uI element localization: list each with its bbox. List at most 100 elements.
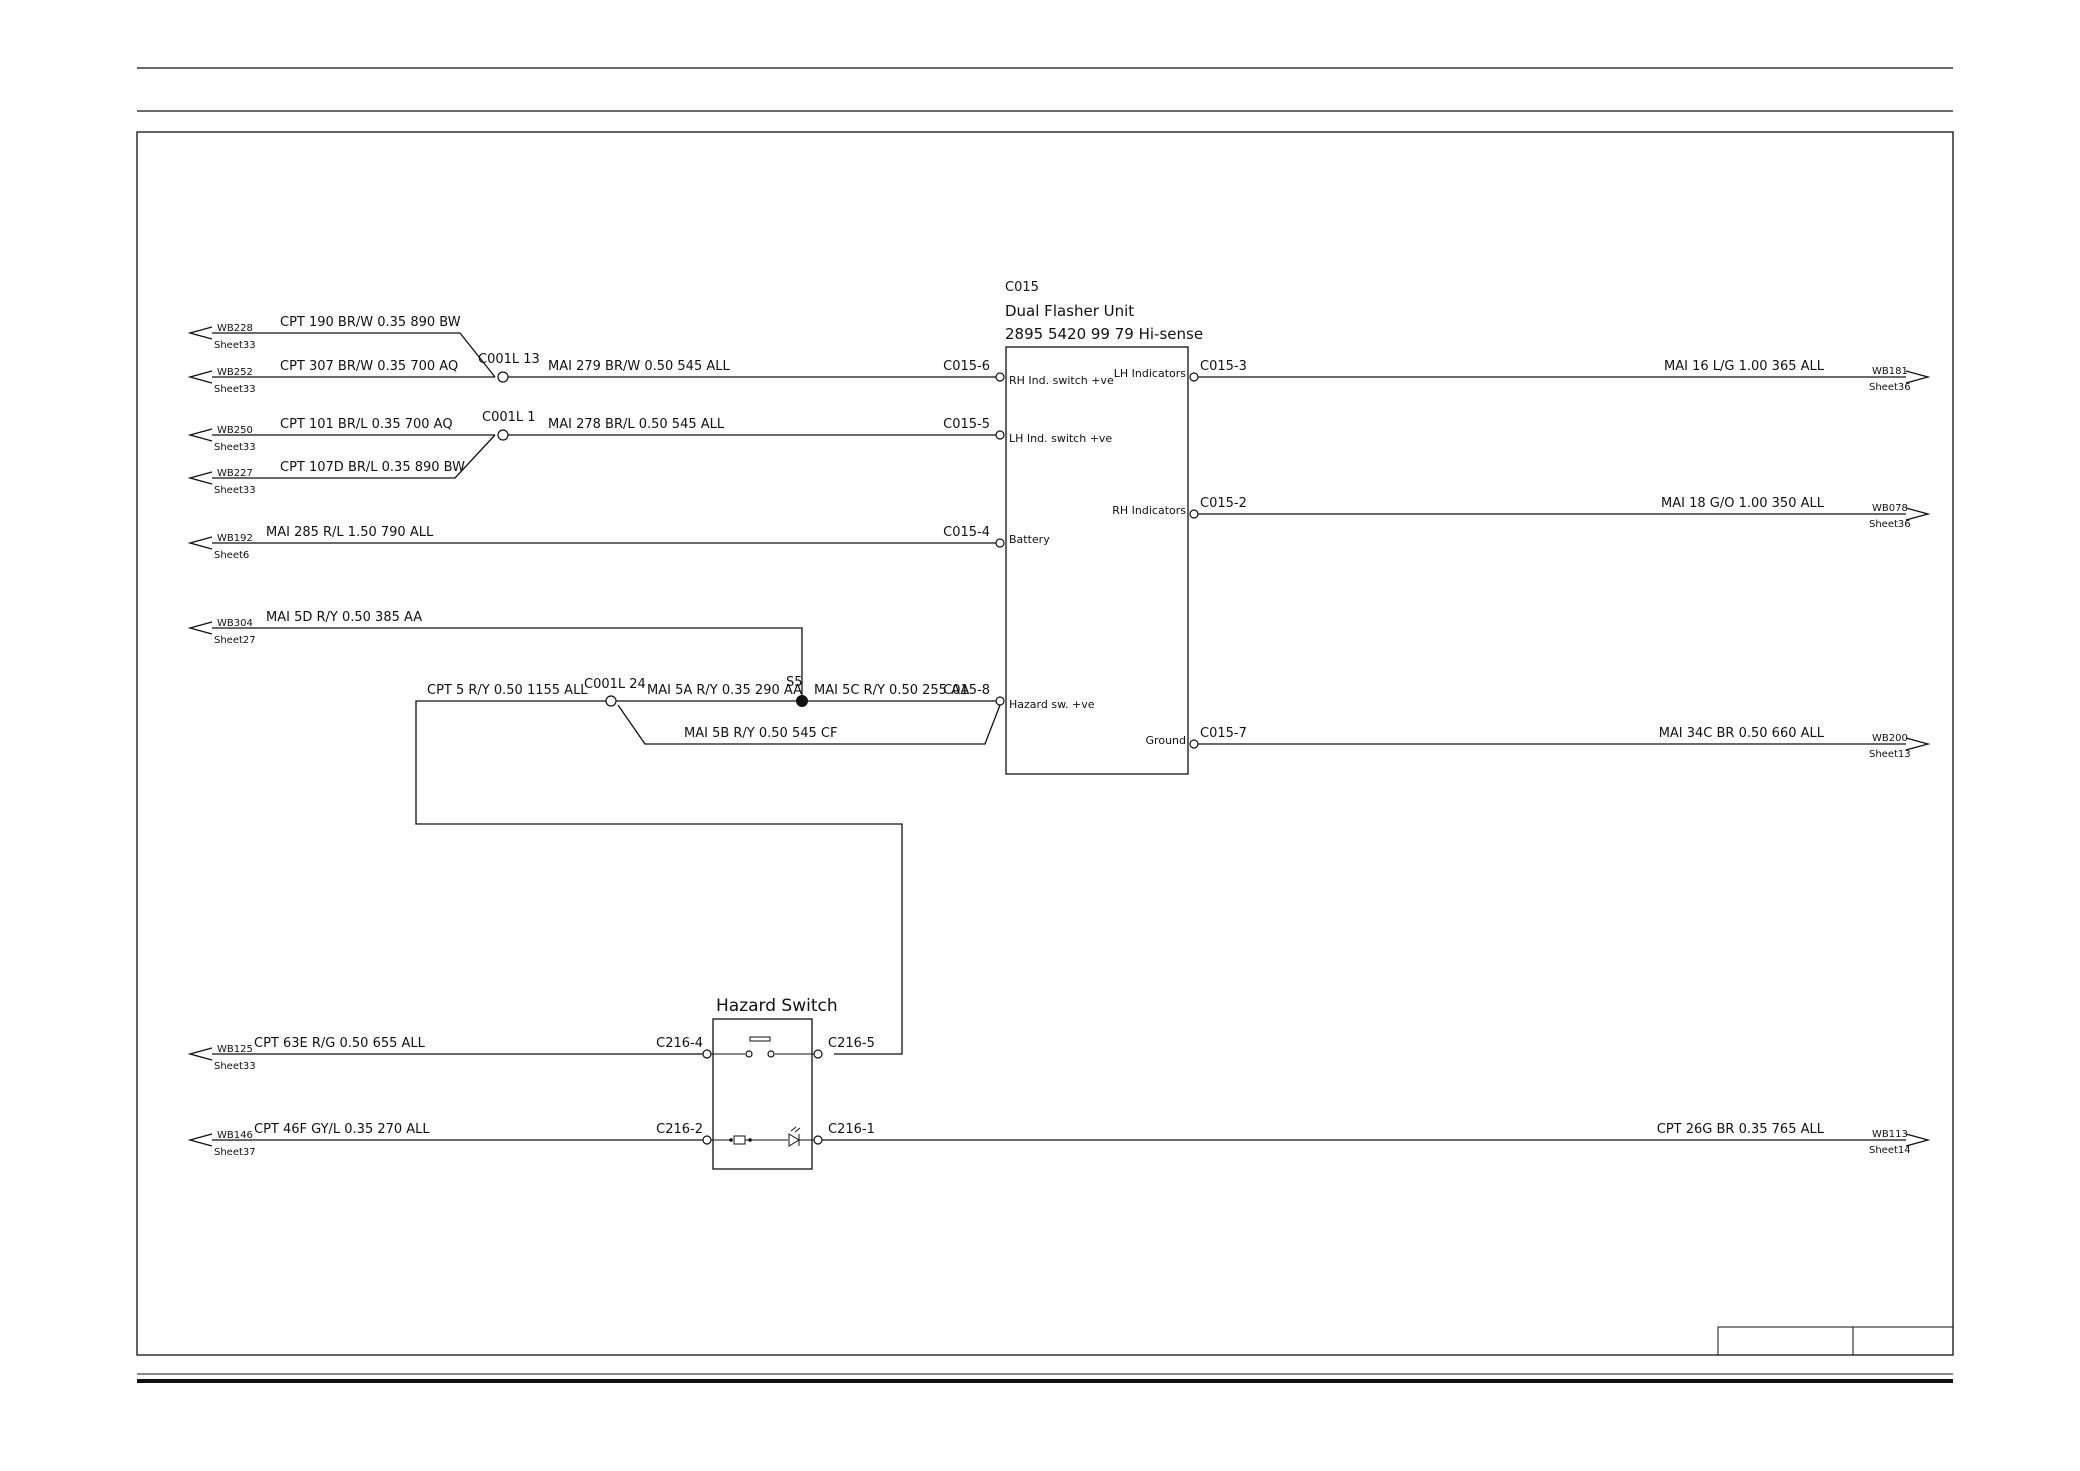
offpage-arrow-wb146 [187,1133,213,1147]
splice-c001l-24 [605,695,617,707]
wire-mai-5d [212,627,803,701]
wire-label-cpt-107d: CPT 107D BR/L 0.35 890 BW [280,460,465,475]
offpage-wb192-ref: WB192 [217,533,253,544]
wire-label-cpt-190: CPT 190 BR/W 0.35 890 BW [280,315,461,330]
wire-label-mai-16: MAI 16 L/G 1.00 365 ALL [1664,359,1825,374]
wire-label-mai-34c: MAI 34C BR 0.50 660 ALL [1659,726,1825,741]
offpage-connectors-left: WB228 Sheet33 WB252 Sheet33 WB250 Sheet3… [187,323,256,1158]
terminal-c216-1 [813,1135,823,1145]
connector-labels: C015-6 C015-5 C015-4 C015-8 C015-3 C015-… [656,359,1247,1137]
indicator-lamp-icon [711,1126,814,1147]
pin-rh-indicators: RH Indicators [1112,504,1186,517]
offpage-wb227-sheet: Sheet33 [214,485,256,496]
terminal-c216-2 [702,1135,712,1145]
offpage-wb192-sheet: Sheet6 [214,550,249,561]
pin-ground: Ground [1146,734,1186,747]
wire-mai-5b [617,704,1001,745]
conn-c216-5: C216-5 [828,1036,875,1051]
right-wiring [1198,376,1906,745]
wire-label-cpt-46f: CPT 46F GY/L 0.35 270 ALL [254,1122,430,1137]
offpage-wb227-ref: WB227 [217,468,253,479]
pin-lh-switch: LH Ind. switch +ve [1009,432,1112,445]
pin-battery: Battery [1009,533,1050,546]
drawing-frame [136,131,1954,1356]
terminal-c015-7 [1189,739,1199,749]
wire-label-mai-279: MAI 279 BR/W 0.50 545 ALL [548,359,730,374]
splice-c001l-1-label: C001L 1 [482,410,536,425]
terminal-c015-2 [1189,509,1199,519]
wire-label-mai-285: MAI 285 R/L 1.50 790 ALL [266,525,434,540]
offpage-wb200-ref: WB200 [1872,733,1908,744]
flasher-unit: C015 Dual Flasher Unit 2895 5420 99 79 H… [995,280,1203,775]
offpage-wb250-sheet: Sheet33 [214,442,256,453]
conn-c015-4: C015-4 [943,525,990,540]
hazard-switch-box [712,1018,813,1170]
terminal-c015-4 [995,538,1005,548]
wire-label-cpt-26g: CPT 26G BR 0.35 765 ALL [1657,1122,1825,1137]
conn-c015-6: C015-6 [943,359,990,374]
hazard-switch-title: Hazard Switch [716,996,838,1016]
conn-c216-4: C216-4 [656,1036,703,1051]
splice-c001l-1 [497,429,509,441]
offpage-wb181-sheet: Sheet36 [1869,382,1911,393]
conn-c015-7: C015-7 [1200,726,1247,741]
conn-c216-1: C216-1 [828,1122,875,1137]
pin-hazard: Hazard sw. +ve [1009,698,1095,711]
offpage-wb228-sheet: Sheet33 [214,340,256,351]
offpage-wb146-ref: WB146 [217,1130,253,1141]
wire-cpt-107d [212,434,496,479]
wire-label-mai-5a: MAI 5A R/Y 0.35 290 AA [647,683,802,698]
left-wiring: C001L 13 C001L 1 C001L 24 S5 [212,332,1001,1055]
wire-label-mai-5c: MAI 5C R/Y 0.50 255 AA [814,683,969,698]
offpage-wb252-sheet: Sheet33 [214,384,256,395]
splice-c001l-13-label: C001L 13 [478,352,540,367]
conn-c015-3: C015-3 [1200,359,1247,374]
conn-c015-2: C015-2 [1200,496,1247,511]
wire-label-mai-18: MAI 18 G/O 1.00 350 ALL [1661,496,1825,511]
offpage-wb078-ref: WB078 [1872,503,1908,514]
offpage-arrow-wb227 [187,471,213,485]
offpage-wb304-sheet: Sheet27 [214,635,256,646]
offpage-wb252-ref: WB252 [217,367,253,378]
terminal-c015-6 [995,372,1005,382]
terminal-c015-5 [995,430,1005,440]
flasher-ref: C015 [1005,280,1039,295]
offpage-wb200-sheet: Sheet13 [1869,749,1911,760]
wire-label-cpt-307: CPT 307 BR/W 0.35 700 AQ [280,359,458,374]
pin-rh-switch: RH Ind. switch +ve [1009,374,1114,387]
offpage-arrow-wb228 [187,326,213,340]
offpage-wb146-sheet: Sheet37 [214,1147,256,1158]
offpage-wb113-sheet: Sheet14 [1869,1145,1911,1156]
title-block-cell-1 [1717,1326,1854,1356]
offpage-wb078-sheet: Sheet36 [1869,519,1911,530]
wire-label-cpt-63e: CPT 63E R/G 0.50 655 ALL [254,1036,426,1051]
offpage-wb181-ref: WB181 [1872,366,1908,377]
splice-c001l-13 [497,371,509,383]
offpage-connectors-right: WB181 Sheet36 WB078 Sheet36 WB200 Sheet1… [1869,366,1931,1156]
splice-c001l-24-label: C001L 24 [584,677,646,692]
terminal-c216-4 [702,1049,712,1059]
title-block-cell-2 [1852,1326,1954,1356]
offpage-arrow-wb200 [1905,737,1931,751]
offpage-arrow-wb181 [1905,370,1931,384]
terminal-c216-5 [813,1049,823,1059]
flasher-part-number: 2895 5420 99 79 Hi-sense [1005,325,1203,343]
wire-label-mai-5d: MAI 5D R/Y 0.50 385 AA [266,610,422,625]
offpage-arrow-wb304 [187,621,213,635]
hazard-switch: Hazard Switch [212,996,1906,1170]
wire-label-mai-278: MAI 278 BR/L 0.50 545 ALL [548,417,725,432]
offpage-wb113-ref: WB113 [1872,1129,1908,1140]
offpage-wb250-ref: WB250 [217,425,253,436]
wire-cpt-5 [415,700,903,1055]
conn-c015-8: C015-8 [943,683,990,698]
pushbutton-contact-icon [711,1036,814,1058]
offpage-wb125-ref: WB125 [217,1044,253,1055]
wire-label-cpt-5: CPT 5 R/Y 0.50 1155 ALL [427,683,588,698]
flasher-name: Dual Flasher Unit [1005,302,1134,320]
wire-labels: CPT 190 BR/W 0.35 890 BW CPT 307 BR/W 0.… [254,315,1825,1137]
offpage-wb304-ref: WB304 [217,618,253,629]
offpage-arrow-wb113 [1905,1133,1931,1147]
wire-label-cpt-101: CPT 101 BR/L 0.35 700 AQ [280,417,453,432]
terminal-c015-8 [995,696,1005,706]
